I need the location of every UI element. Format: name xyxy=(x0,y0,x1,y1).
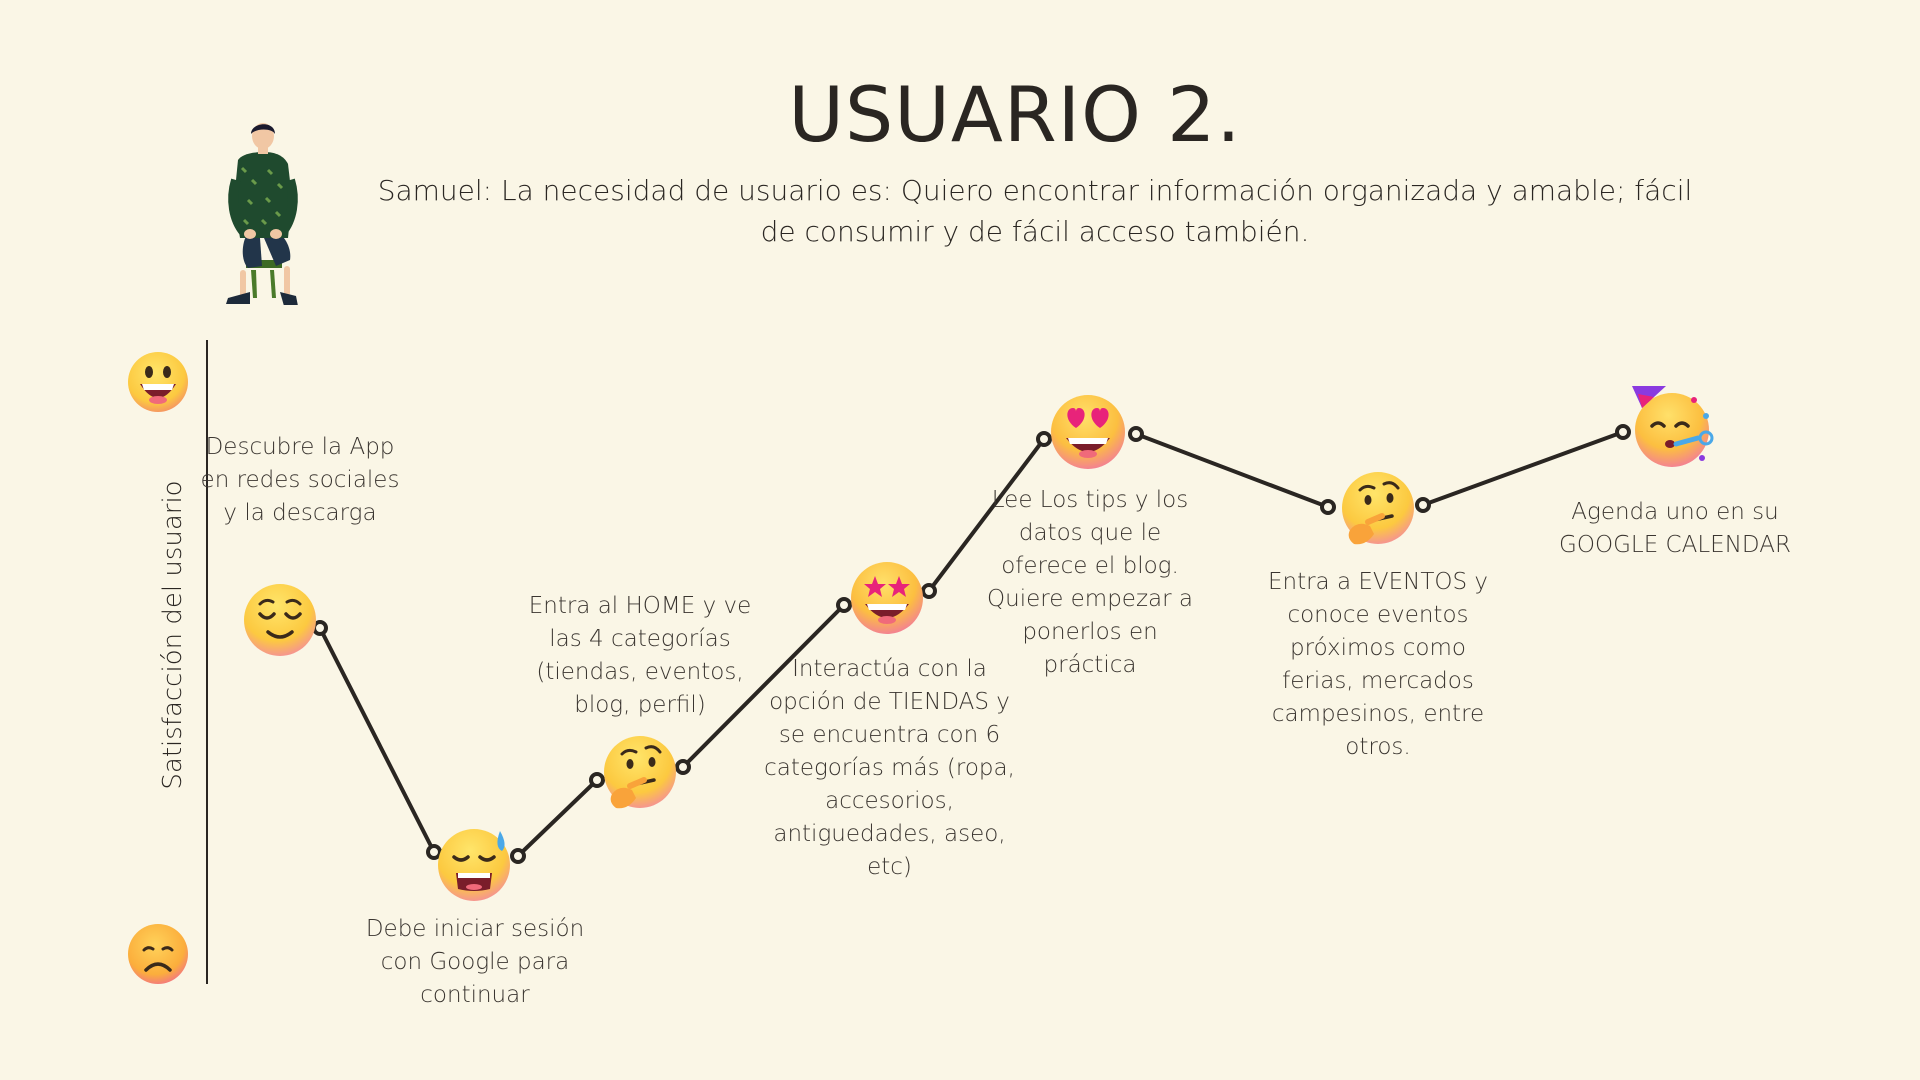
thinking-face-icon xyxy=(1342,472,1414,545)
connector-3-4 xyxy=(681,603,846,769)
node-out-1 xyxy=(312,620,328,636)
node-in-7 xyxy=(1615,424,1631,440)
node-in-5 xyxy=(1036,431,1052,447)
journey-connectors xyxy=(318,430,1625,858)
tired-sweat-face-icon xyxy=(438,829,510,901)
relieved-face-icon xyxy=(244,584,316,656)
step-6-description: Entra a EVENTOS y conoce eventos próximo… xyxy=(1267,569,1489,760)
page-title: USUARIO 2. xyxy=(788,70,1242,159)
node-in-2 xyxy=(426,844,442,860)
node-in-3 xyxy=(589,772,605,788)
connector-5-6 xyxy=(1134,432,1330,509)
step-3-description: Entra al HOME y ve las 4 categorías (tie… xyxy=(528,593,752,718)
thinking-face-icon xyxy=(604,736,676,809)
connector-4-5 xyxy=(927,437,1046,593)
frowning-face-icon xyxy=(128,924,188,984)
persona-illustration xyxy=(226,123,298,305)
step-2-description: Debe iniciar sesión con Google para cont… xyxy=(365,916,585,1008)
node-out-3 xyxy=(675,759,691,775)
node-out-4 xyxy=(921,583,937,599)
star-struck-face-icon xyxy=(851,562,923,634)
node-out-5 xyxy=(1128,426,1144,442)
step-1-description: Descubre la App en redes sociales y la d… xyxy=(200,434,400,526)
node-out-2 xyxy=(510,848,526,864)
journey-nodes xyxy=(312,424,1631,864)
satisfaction-axis-line xyxy=(206,340,208,984)
node-in-6 xyxy=(1320,499,1336,515)
heart-eyes-face-icon xyxy=(1051,395,1125,469)
node-in-4 xyxy=(836,597,852,613)
party-face-icon xyxy=(1632,386,1714,467)
user-need-statement: Samuel: La necesidad de usuario es: Quie… xyxy=(377,174,1693,248)
node-out-6 xyxy=(1415,497,1431,513)
connector-1-2 xyxy=(318,626,436,854)
step-5-description: Lee Los tips y los datos que le oferece … xyxy=(987,487,1193,678)
connector-2-3 xyxy=(516,778,599,858)
step-4-description: Interactúa con la opción de TIENDAS y se… xyxy=(764,656,1015,880)
step-7-description: Agenda uno en su GOOGLE CALENDAR xyxy=(1559,499,1791,558)
grinning-face-icon xyxy=(128,352,188,412)
connector-6-7 xyxy=(1421,430,1625,507)
